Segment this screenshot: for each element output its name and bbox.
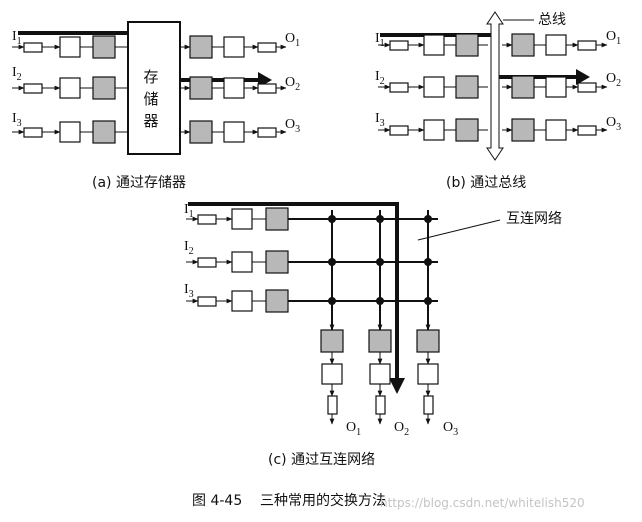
c-input-port-2 <box>197 257 217 268</box>
b-input-1: I1 <box>375 31 385 49</box>
b-output-port-1 <box>577 40 597 51</box>
a-input-processor-1 <box>92 35 116 59</box>
a-output-port-2 <box>257 83 277 94</box>
memory-label: 存 储 器 <box>143 68 159 130</box>
b-output-processor-3 <box>511 118 535 142</box>
crosspoint-2-3 <box>424 258 432 266</box>
b-output-port-2 <box>577 82 597 93</box>
b-input-buffer-3 <box>423 119 445 141</box>
b-output-processor-1 <box>511 33 535 57</box>
c-output-port-1 <box>327 395 338 415</box>
c-input-port-3 <box>197 296 217 307</box>
b-output-buffer-2 <box>545 76 567 98</box>
b-output-2: O2 <box>606 71 622 89</box>
crosspoint-1-1 <box>328 215 336 223</box>
a-input-port-3 <box>23 127 43 138</box>
c-output-3: O3 <box>443 420 459 438</box>
c-output-processor-3 <box>416 329 440 353</box>
caption-a: (a) 通过存储器 <box>92 175 186 191</box>
a-input-buffer-1 <box>59 36 81 58</box>
c-output-processor-1 <box>320 329 344 353</box>
c-output-1: O1 <box>346 420 362 438</box>
a-output-buffer-2 <box>223 77 245 99</box>
c-output-buffer-3 <box>417 363 439 385</box>
b-output-buffer-3 <box>545 119 567 141</box>
c-output-buffer-1 <box>321 363 343 385</box>
a-input-buffer-3 <box>59 121 81 143</box>
b-input-buffer-1 <box>423 34 445 56</box>
crosspoint-1-2 <box>376 215 384 223</box>
b-input-port-1 <box>389 40 409 51</box>
b-input-3: I3 <box>375 111 385 129</box>
c-input-buffer-3 <box>231 290 253 312</box>
c-output-port-2 <box>375 395 386 415</box>
a-output-port-3 <box>257 127 277 138</box>
c-input-3: I3 <box>184 282 194 300</box>
a-output-buffer-1 <box>223 36 245 58</box>
b-input-buffer-2 <box>423 76 445 98</box>
b-input-port-2 <box>389 82 409 93</box>
crosspoint-2-2 <box>376 258 384 266</box>
a-output-1: O1 <box>285 31 301 49</box>
b-input-2: I2 <box>375 69 385 87</box>
a-output-buffer-3 <box>223 121 245 143</box>
network-label: 互连网络 <box>506 211 562 227</box>
port-boxes <box>23 21 597 415</box>
crosspoint-3-2 <box>376 297 384 305</box>
a-output-processor-3 <box>189 120 213 144</box>
c-output-buffer-2 <box>369 363 391 385</box>
a-input-3: I3 <box>12 111 22 129</box>
crosspoint-3-3 <box>424 297 432 305</box>
b-input-port-3 <box>389 125 409 136</box>
memory-block <box>127 21 181 155</box>
b-output-1: O1 <box>606 29 622 47</box>
crosspoint-3-1 <box>328 297 336 305</box>
b-output-buffer-1 <box>545 34 567 56</box>
a-output-processor-1 <box>189 35 213 59</box>
c-input-processor-2 <box>265 250 289 274</box>
c-input-buffer-2 <box>231 251 253 273</box>
c-output-processor-2 <box>368 329 392 353</box>
a-input-port-1 <box>23 42 43 53</box>
a-output-processor-2 <box>189 76 213 100</box>
a-output-3: O3 <box>285 117 301 135</box>
c-input-processor-3 <box>265 289 289 313</box>
a-input-1: I1 <box>12 29 22 47</box>
a-input-2: I2 <box>12 65 22 83</box>
crosspoint-1-3 <box>424 215 432 223</box>
switch-fabrics <box>328 11 504 305</box>
a-input-processor-3 <box>92 120 116 144</box>
b-output-port-3 <box>577 125 597 136</box>
c-output-2: O2 <box>394 420 410 438</box>
caption-b: (b) 通过总线 <box>446 175 527 191</box>
c-data-path-arrowhead <box>389 378 405 394</box>
bus-line <box>486 11 504 161</box>
c-output-port-3 <box>423 395 434 415</box>
figure-caption: 图 4-45 三种常用的交换方法 <box>192 493 387 509</box>
c-input-2: I2 <box>184 239 194 257</box>
caption-c: (c) 通过互连网络 <box>268 452 376 468</box>
c-input-port-1 <box>197 214 217 225</box>
b-data-path-arrowhead <box>576 69 590 85</box>
watermark: https://blog.csdn.net/whitelish520 <box>380 496 585 510</box>
b-input-processor-3 <box>455 118 479 142</box>
a-output-2: O2 <box>285 75 301 93</box>
a-input-port-2 <box>23 83 43 94</box>
b-input-processor-2 <box>455 75 479 99</box>
a-input-processor-2 <box>92 76 116 100</box>
b-input-processor-1 <box>455 33 479 57</box>
c-input-buffer-1 <box>231 208 253 230</box>
c-input-processor-1 <box>265 207 289 231</box>
c-data-path-arrow <box>188 202 399 380</box>
b-output-processor-2 <box>511 75 535 99</box>
bus-label: 总线 <box>538 12 566 28</box>
crosspoint-2-1 <box>328 258 336 266</box>
a-output-port-1 <box>257 42 277 53</box>
a-input-buffer-2 <box>59 77 81 99</box>
b-output-3: O3 <box>606 115 622 133</box>
network-label-leader <box>417 219 501 241</box>
c-input-1: I1 <box>184 202 194 220</box>
